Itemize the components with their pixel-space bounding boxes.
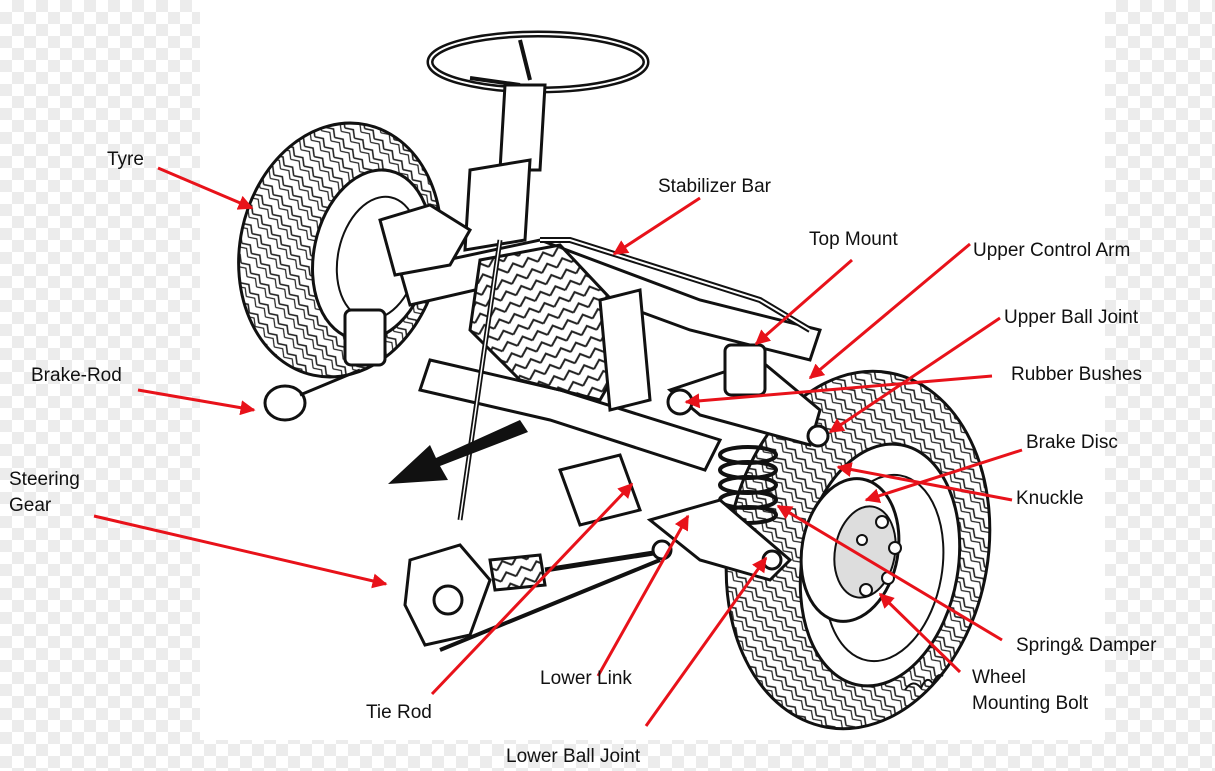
- steering-wheel: [426, 30, 650, 94]
- label-upper-control-arm: Upper Control Arm: [973, 240, 1131, 261]
- label-top-mount: Top Mount: [809, 229, 898, 250]
- label-upper-ball-joint: Upper Ball Joint: [1004, 307, 1139, 328]
- arrow-knuckle: [836, 462, 1013, 502]
- arrow-brake-disc: [864, 448, 1023, 504]
- label-tyre: Tyre: [107, 149, 144, 170]
- arrow-lower-ball-joint: [644, 556, 768, 727]
- arrow-wheel-mounting-bolt: [878, 592, 962, 674]
- label-lower-link: Lower Link: [540, 668, 632, 689]
- arrow-stabilizer-bar: [612, 196, 701, 256]
- arrow-lower-link: [596, 514, 690, 677]
- arrow-upper-control-arm: [808, 242, 971, 380]
- arrow-brake-rod: [137, 388, 256, 416]
- label-wheel-mounting-bolt-line2: Mounting Bolt: [972, 693, 1089, 714]
- steering-gear-box: [403, 543, 661, 652]
- label-wheel-mounting-bolt-line1: Wheel: [972, 667, 1026, 688]
- label-brake-rod: Brake-Rod: [31, 365, 122, 386]
- arrow-tie-rod: [430, 482, 634, 696]
- arrow-upper-ball-joint: [828, 316, 1001, 434]
- artist-signature: [904, 674, 944, 691]
- direction-arrow: [388, 420, 528, 484]
- label-spring-damper: Spring& Damper: [1016, 635, 1157, 656]
- steering-column: [457, 83, 547, 521]
- arrow-spring-damper: [776, 504, 1003, 642]
- upper-control-arm: [666, 343, 830, 448]
- arrow-steering-gear: [93, 514, 388, 589]
- label-brake-disc: Brake Disc: [1026, 432, 1118, 453]
- arrow-top-mount: [754, 258, 853, 346]
- arrow-tyre: [157, 166, 254, 210]
- label-knuckle: Knuckle: [1016, 488, 1084, 509]
- left-hub: [263, 203, 473, 422]
- label-tie-rod: Tie Rod: [366, 702, 432, 723]
- label-stabilizer-bar: Stabilizer Bar: [658, 176, 771, 197]
- label-steering-gear-line1: Steering: [9, 469, 80, 490]
- label-lower-ball-joint: Lower Ball Joint: [506, 746, 641, 767]
- label-steering-gear-line2: Gear: [9, 495, 52, 516]
- arrow-rubber-bushes: [684, 374, 993, 409]
- label-rubber-bushes: Rubber Bushes: [1011, 364, 1142, 385]
- chassis-frame: [398, 238, 822, 527]
